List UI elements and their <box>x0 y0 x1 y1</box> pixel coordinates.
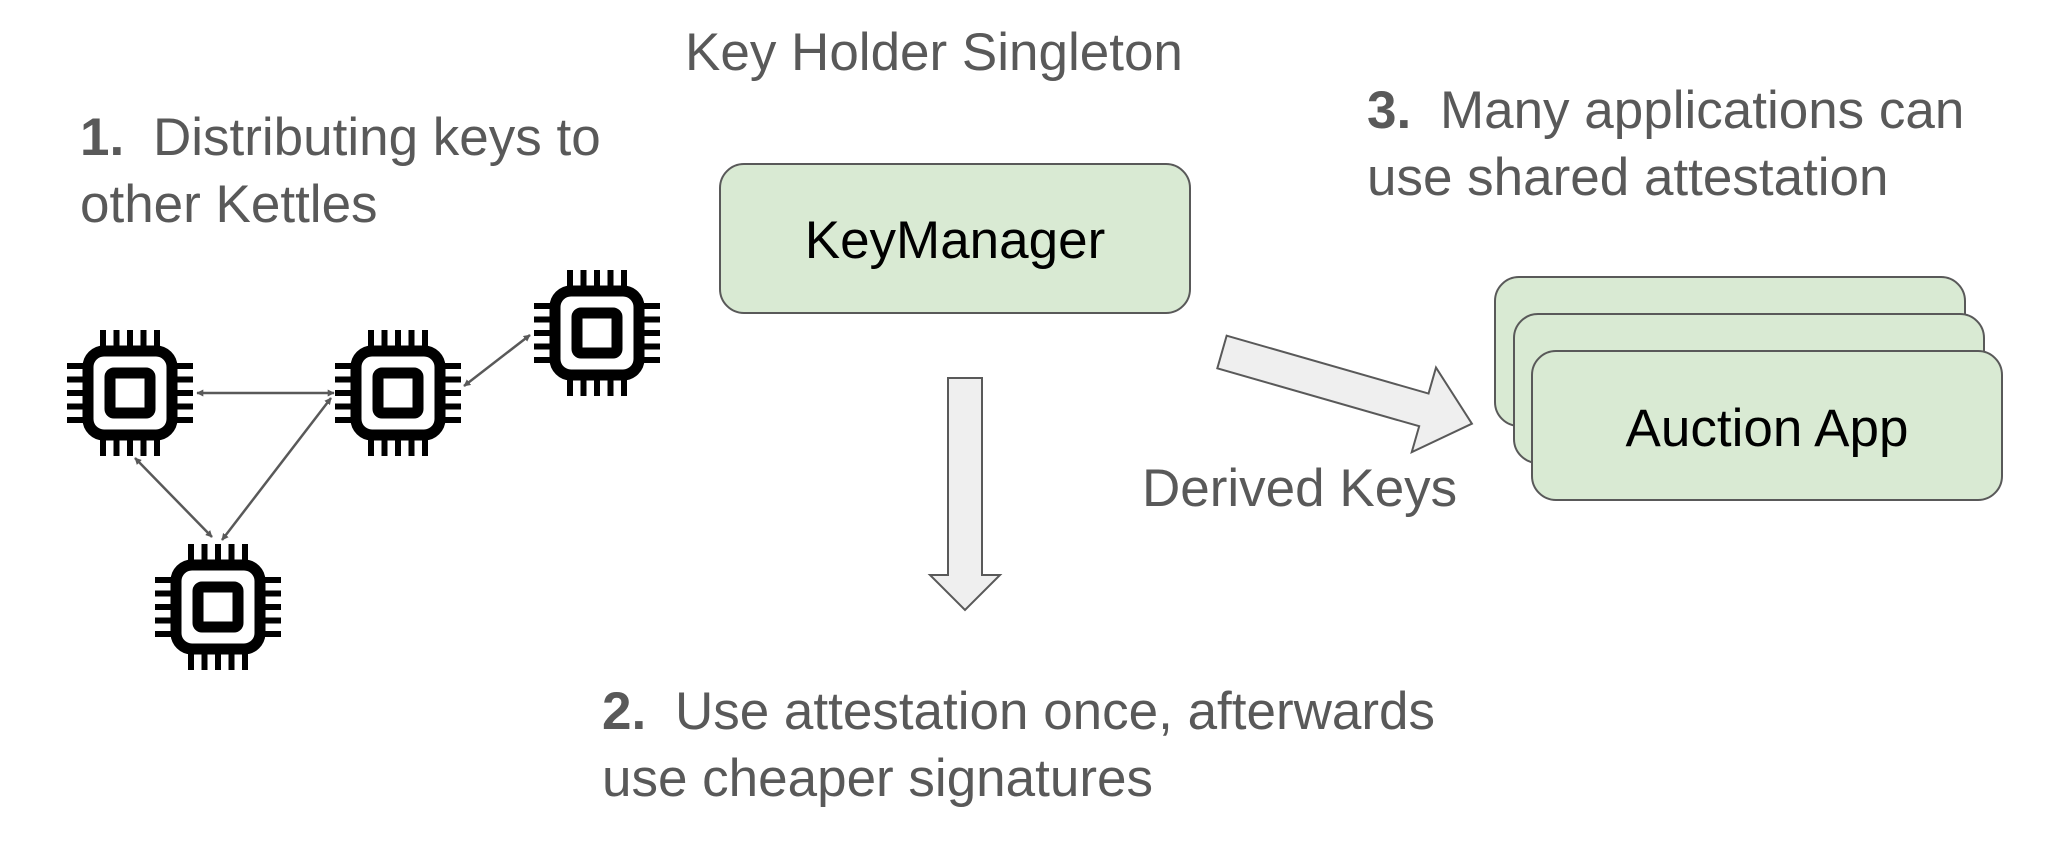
cpu-chip-icon <box>534 270 660 396</box>
step3-label: 3. Many applications can <box>1367 81 1964 140</box>
cpu-chip-icon <box>67 330 193 456</box>
step1-label: 1. Distributing keys to <box>80 108 601 167</box>
step2-number: 2. <box>602 682 646 741</box>
step2-label: 2. Use attestation once, afterwards <box>602 682 1435 741</box>
connector-b-d <box>221 397 332 541</box>
auction-app-label: Auction App <box>1626 399 1909 458</box>
connector-a-d <box>134 457 213 538</box>
key-manager-label: KeyManager <box>805 211 1106 270</box>
cpu-chip-icon <box>155 544 281 670</box>
derived-keys-label: Derived Keys <box>1142 459 1457 518</box>
derived-keys-arrow <box>1216 334 1474 455</box>
step1-line1: Distributing keys to <box>153 108 601 167</box>
step1-number: 1. <box>80 108 124 167</box>
diagram-title: Key Holder Singleton <box>685 23 1183 82</box>
step2-line2: use cheaper signatures <box>602 749 1153 808</box>
step3-number: 3. <box>1367 81 1411 140</box>
key-manager-box: KeyManager <box>719 163 1191 314</box>
chip-connectors <box>134 334 531 541</box>
cpu-chip-icon <box>335 330 461 456</box>
step3-line1: Many applications can <box>1440 81 1964 140</box>
step1-line2: other Kettles <box>80 175 378 234</box>
step2-line1: Use attestation once, afterwards <box>675 682 1435 741</box>
auction-app-card-front <box>1531 350 2003 501</box>
connector-b-c <box>463 334 531 387</box>
auction-app-stack: Auction App <box>1494 276 2003 501</box>
step3-line2: use shared attestation <box>1367 148 1889 207</box>
down-block-arrow <box>927 377 1003 612</box>
